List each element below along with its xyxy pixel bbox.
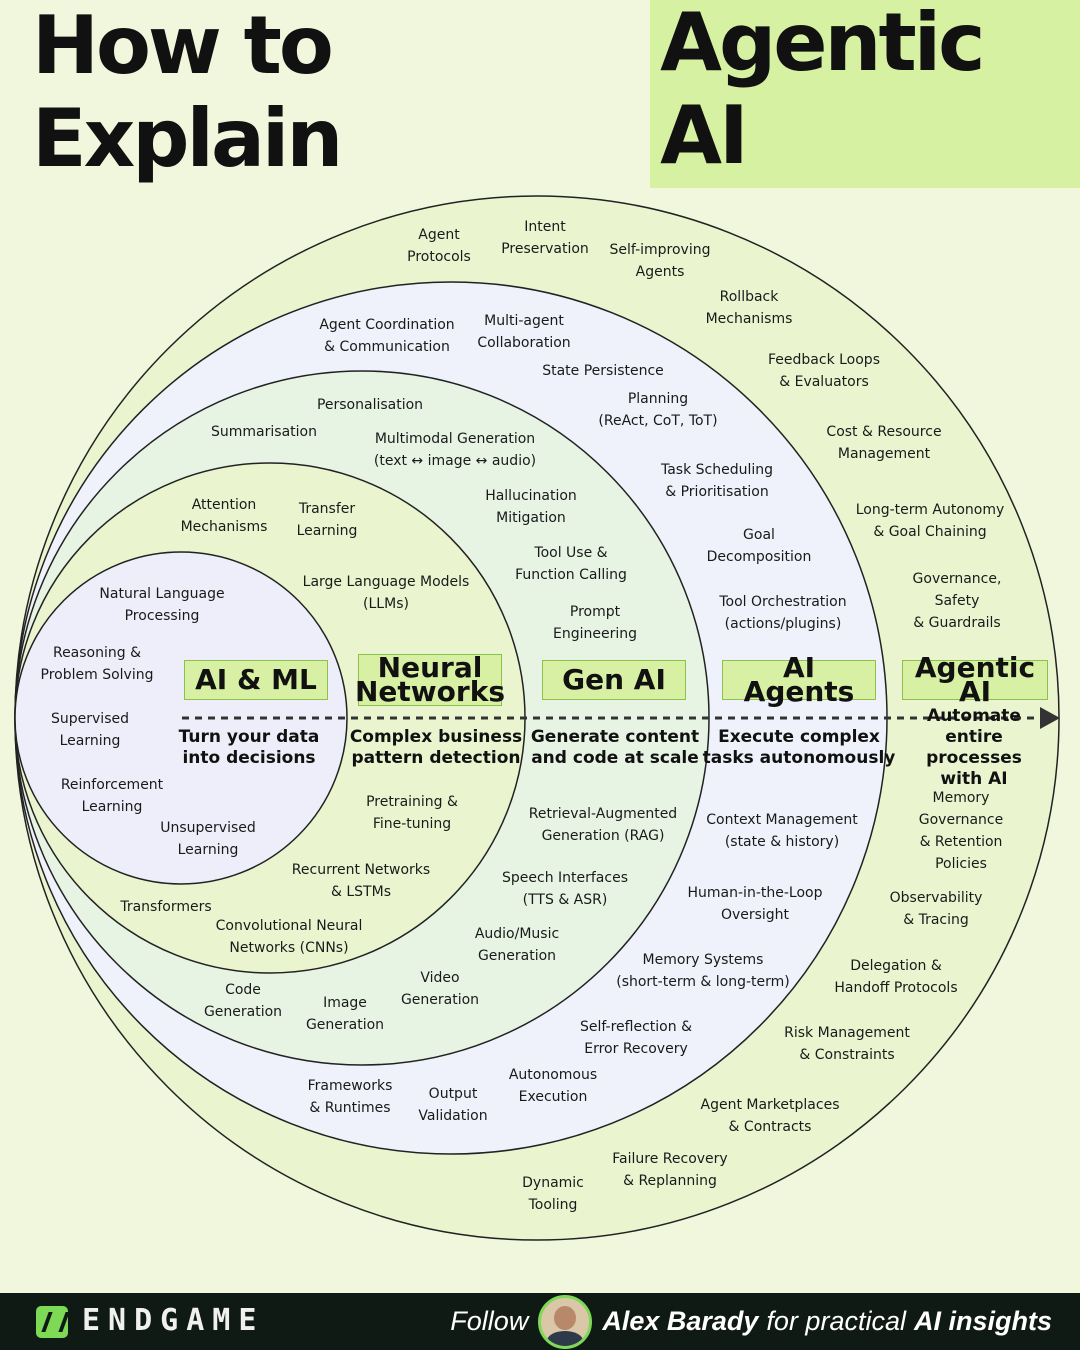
concept-label: Attention Mechanisms <box>180 497 268 535</box>
badge-gen-ai: Gen AI <box>542 660 686 700</box>
concept-label: Reinforcement Learning <box>60 777 164 815</box>
concept-label: Audio/Music Generation <box>474 926 560 964</box>
concept-label: Summarisation <box>211 424 317 440</box>
progression-arrow-head <box>1040 707 1060 729</box>
concept-label: Governance, Safety & Guardrails <box>912 571 1002 631</box>
title: How to Explain Agentic AI <box>32 0 1080 188</box>
author-name: Alex Barady <box>602 1306 759 1336</box>
concept-label: Reasoning & Problem Solving <box>40 645 154 683</box>
concept-label: Retrieval-Augmented Generation (RAG) <box>528 806 678 844</box>
concept-label: Memory Governance & Retention Policies <box>918 790 1004 872</box>
concept-label: Supervised Learning <box>51 711 129 749</box>
concept-label: Delegation & Handoff Protocols <box>834 958 958 996</box>
concept-label: Convolutional Neural Networks (CNNs) <box>215 918 363 956</box>
follow-middle: for practical <box>766 1306 906 1336</box>
concept-label: Intent Preservation <box>501 219 589 257</box>
concept-label: Context Management (state & history) <box>706 812 858 850</box>
follow-highlight: AI insights <box>913 1306 1052 1336</box>
concept-label: Human-in-the-Loop Oversight <box>687 885 823 923</box>
desc-neural-networks: Complex business pattern detection <box>349 727 523 768</box>
concept-label: Self-reflection & Error Recovery <box>580 1019 692 1057</box>
ring-ai-ml <box>14 551 348 885</box>
concept-label: Multimodal Generation (text ↔ image ↔ au… <box>373 431 537 469</box>
desc-ai-ml: Turn your data into decisions <box>178 727 320 768</box>
badge-agentic-ai: Agentic AI <box>902 654 1048 706</box>
concept-label: Code Generation <box>203 982 283 1020</box>
concept-label: State Persistence <box>542 363 664 379</box>
concept-label: Speech Interfaces (TTS & ASR) <box>502 870 628 908</box>
footer-bar: ENDGAME Follow Alex Barady for practical… <box>0 1293 1080 1350</box>
desc-agentic-ai: Automate entire processes with AI <box>926 706 1022 789</box>
concept-label: Rollback Mechanisms <box>705 289 793 327</box>
concept-label: Pretraining & Fine-tuning <box>366 794 458 832</box>
concept-label: Task Scheduling & Prioritisation <box>660 462 774 500</box>
concept-label: Goal Decomposition <box>706 527 812 565</box>
concept-label: Transfer Learning <box>296 501 358 539</box>
desc-gen-ai: Generate content and code at scale <box>530 727 700 768</box>
concept-label: Recurrent Networks & LSTMs <box>291 862 431 900</box>
concept-label: Risk Management & Constraints <box>784 1025 910 1063</box>
concept-label: Transformers <box>120 899 212 915</box>
concept-label: Autonomous Execution <box>508 1067 598 1105</box>
concept-label: Image Generation <box>305 995 385 1033</box>
concept-label: Memory Systems (short-term & long-term) <box>616 952 790 990</box>
brand-name: ENDGAME <box>82 1303 265 1338</box>
concept-label: Large Language Models (LLMs) <box>302 574 470 612</box>
concept-label: Natural Language Processing <box>99 586 225 624</box>
concept-label: Hallucination Mitigation <box>485 488 577 526</box>
concept-label: Video Generation <box>400 970 480 1008</box>
concept-label: Tool Orchestration (actions/plugins) <box>719 594 847 632</box>
concept-label: Frameworks & Runtimes <box>307 1078 393 1116</box>
concept-label: Agent Marketplaces & Contracts <box>700 1097 840 1135</box>
badge-neural-networks: Neural Networks <box>355 651 506 708</box>
concept-label: Personalisation <box>316 397 424 413</box>
badge-ai-agents: AI Agents <box>722 654 876 706</box>
concept-label: Self-improving Agents <box>609 242 711 280</box>
concept-label: Agent Protocols <box>407 227 471 265</box>
concept-label: Planning (ReAct, CoT, ToT) <box>598 391 718 429</box>
badge-ai-ml: AI & ML <box>184 660 328 700</box>
author-avatar <box>538 1294 593 1349</box>
concept-label: Agent Coordination & Communication <box>319 317 455 355</box>
concept-label: Observability & Tracing <box>889 890 983 928</box>
title-main: How to Explain <box>32 0 343 185</box>
concept-label: Unsupervised Learning <box>160 820 256 858</box>
endgame-logo-icon <box>36 1306 68 1338</box>
concept-label: Tool Use & Function Calling <box>515 545 627 583</box>
concept-label: Cost & Resource Management <box>826 424 942 462</box>
follow-text: Follow <box>450 1306 529 1336</box>
concept-label: Dynamic Tooling <box>522 1175 584 1213</box>
concept-label: Feedback Loops & Evaluators <box>768 352 880 390</box>
title-highlight: Agentic AI <box>650 0 1080 188</box>
desc-ai-agents: Execute complex tasks autonomously <box>702 727 896 768</box>
concept-label: Multi-agent Collaboration <box>477 313 571 351</box>
concept-label: Prompt Engineering <box>553 604 637 642</box>
concept-label: Output Validation <box>418 1086 488 1124</box>
follow-cta[interactable]: Follow Alex Barady for practical AI insi… <box>450 1293 1052 1350</box>
concept-label: Failure Recovery & Replanning <box>612 1151 728 1189</box>
concept-label: Long-term Autonomy & Goal Chaining <box>855 502 1005 540</box>
